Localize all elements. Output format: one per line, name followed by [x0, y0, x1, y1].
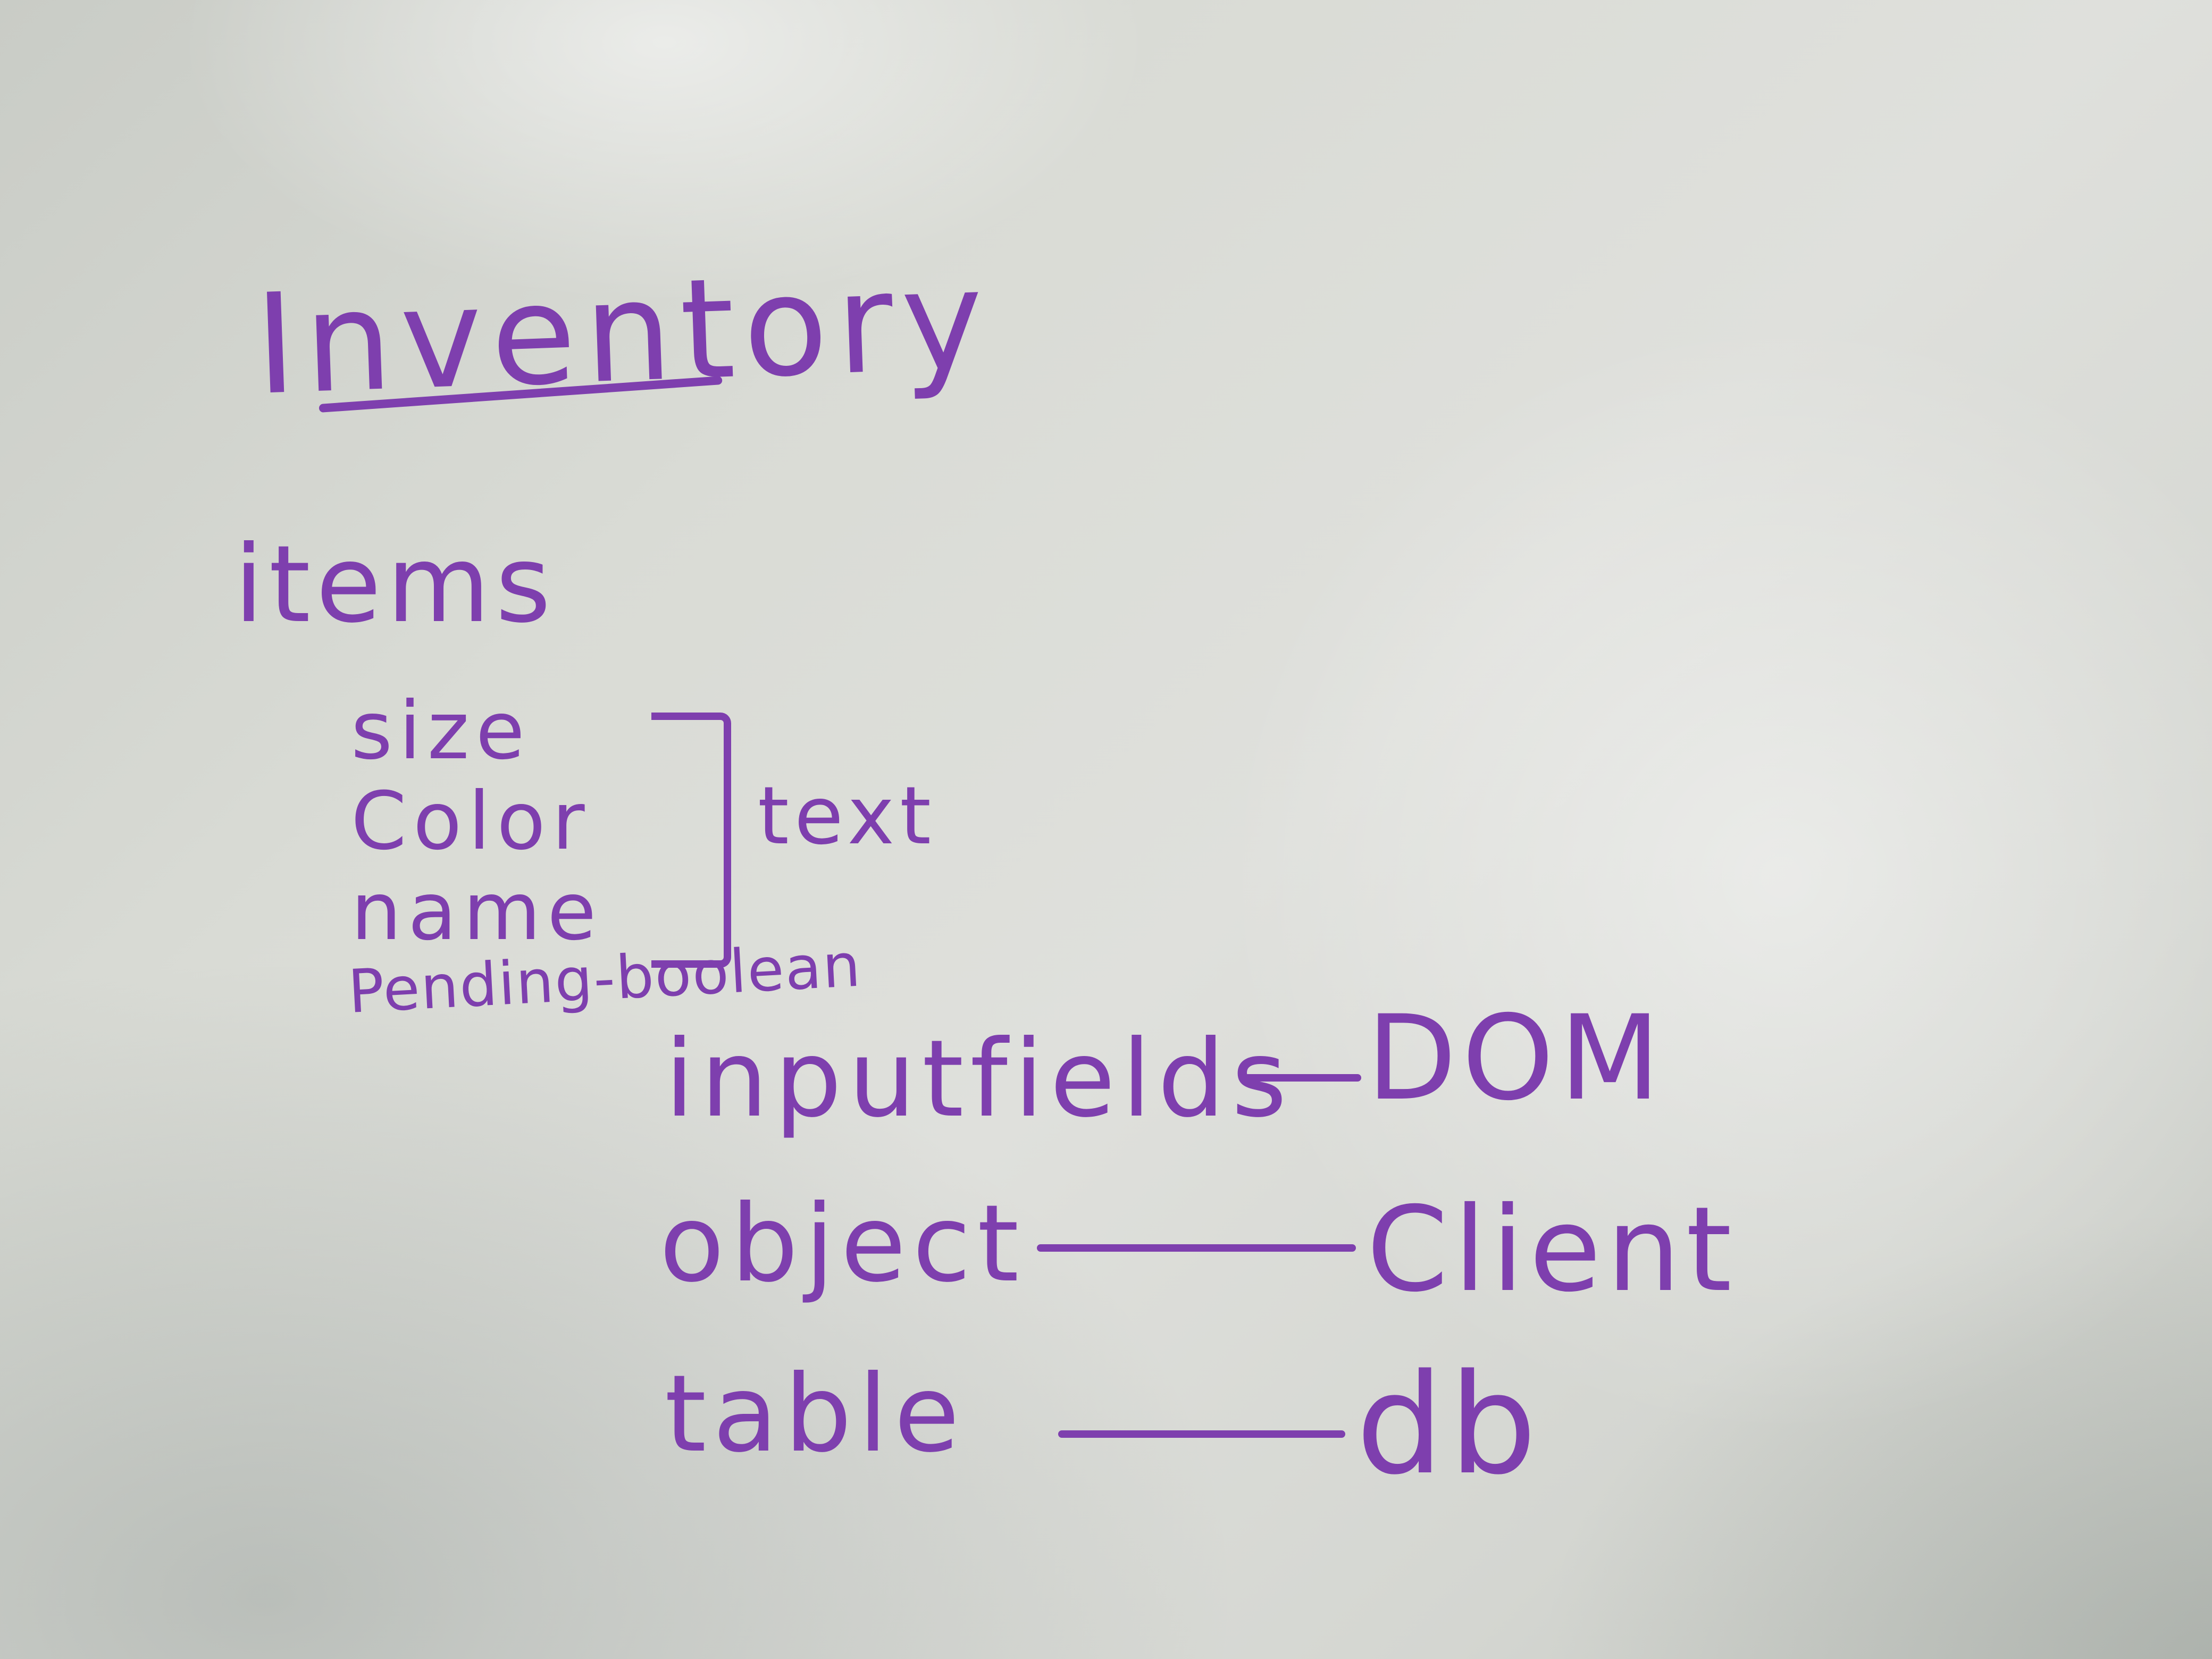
mapping-connector-line [1058, 1430, 1345, 1438]
mapping-to-db: db [1356, 1345, 1543, 1505]
section-label-items: items [234, 523, 557, 647]
mapping-from-object: object [659, 1182, 1026, 1306]
mapping-from-inputfields: inputfields [665, 1017, 1294, 1141]
fields-type-label: text [758, 770, 937, 862]
fields-bracket [651, 713, 731, 968]
mapping-to-client: Client [1367, 1182, 1737, 1318]
mapping-to-dom: DOM [1367, 990, 1666, 1126]
field-color: Color [351, 775, 591, 868]
mapping-connector-line [1037, 1244, 1356, 1252]
field-size: size [351, 685, 531, 777]
field-name: name [351, 866, 603, 958]
mapping-connector-line [1239, 1074, 1361, 1082]
mapping-from-table: table [665, 1352, 966, 1476]
